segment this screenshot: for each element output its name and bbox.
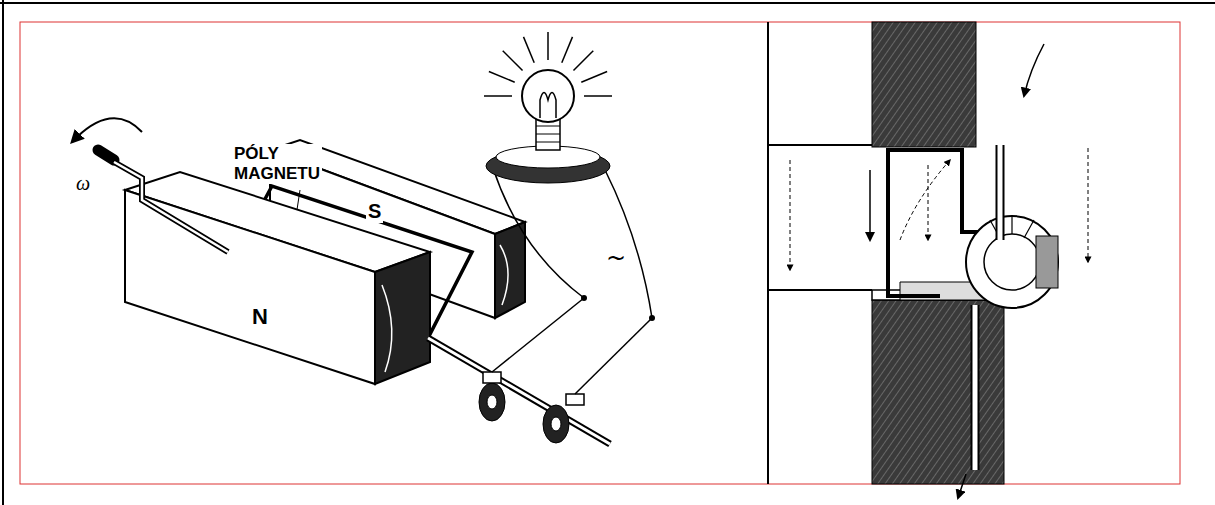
light-rays bbox=[489, 72, 515, 83]
pole-pieces bbox=[767, 22, 769, 484]
pole-pieces bbox=[768, 289, 872, 291]
pole-pieces bbox=[872, 300, 1004, 484]
pole-letter: N bbox=[250, 304, 270, 330]
lamp bbox=[536, 126, 560, 127]
light-rays bbox=[584, 95, 612, 97]
slip-rings bbox=[479, 383, 505, 421]
lamp bbox=[486, 70, 610, 183]
detail-coil bbox=[790, 148, 1088, 296]
brushes bbox=[483, 372, 501, 383]
light-rays bbox=[484, 95, 512, 97]
rotation-arrow bbox=[72, 118, 142, 142]
brush-rods bbox=[958, 44, 1044, 498]
n-magnet-block bbox=[125, 190, 375, 384]
wires bbox=[649, 315, 655, 321]
rotation-arrow bbox=[72, 118, 142, 142]
commutator-ring bbox=[966, 216, 1058, 308]
light-rays bbox=[547, 32, 549, 60]
s-magnet-block bbox=[495, 222, 525, 318]
detail-coil bbox=[1088, 148, 1089, 262]
crank-and-shaft bbox=[428, 338, 610, 444]
wires bbox=[493, 168, 584, 298]
pole-pieces bbox=[768, 144, 872, 146]
wires bbox=[605, 170, 652, 318]
light-rays bbox=[524, 37, 535, 63]
frame bbox=[2, 0, 4, 505]
omega-symbol: ω bbox=[74, 172, 92, 195]
light-rays bbox=[484, 32, 612, 96]
lamp bbox=[536, 134, 560, 135]
brush-rods bbox=[996, 145, 1005, 240]
light-rays bbox=[503, 51, 523, 71]
brushes bbox=[566, 394, 584, 405]
pole-letter: S bbox=[366, 200, 383, 223]
crank-and-shaft bbox=[114, 162, 228, 252]
wires bbox=[492, 298, 584, 372]
lamp bbox=[540, 93, 556, 119]
detail-coil bbox=[928, 165, 929, 240]
slip-rings bbox=[479, 383, 569, 443]
commutator-ring bbox=[1036, 236, 1058, 288]
brush-rods bbox=[1024, 44, 1044, 96]
brush-rods bbox=[973, 305, 978, 470]
pole-pieces bbox=[872, 22, 976, 147]
crank-and-shaft bbox=[98, 150, 610, 444]
frame bbox=[20, 22, 1180, 484]
light-rays bbox=[581, 72, 607, 83]
s-magnet-block bbox=[500, 245, 508, 305]
light-rays bbox=[562, 37, 573, 63]
commutator-ring bbox=[966, 216, 1058, 308]
detail-coil bbox=[869, 170, 871, 240]
crank-and-shaft bbox=[428, 338, 610, 444]
wires bbox=[575, 318, 652, 394]
detail-coil bbox=[790, 160, 791, 270]
ac-symbol: ~ bbox=[604, 244, 628, 272]
brush-rods bbox=[958, 474, 966, 498]
wires bbox=[492, 168, 655, 394]
n-magnet-block bbox=[375, 252, 430, 384]
frame bbox=[0, 2, 1215, 4]
part-label: PÓLY MAGNETU bbox=[232, 144, 322, 184]
lamp bbox=[522, 70, 574, 122]
n-magnet-block bbox=[125, 172, 430, 384]
wires bbox=[581, 295, 587, 301]
brushes bbox=[483, 372, 584, 405]
slip-rings bbox=[487, 395, 497, 409]
brush-rods bbox=[971, 305, 980, 470]
light-rays bbox=[573, 51, 593, 71]
crank-and-shaft bbox=[114, 162, 228, 252]
brush-rods bbox=[998, 145, 1003, 240]
n-magnet-block bbox=[382, 285, 392, 372]
crank-and-shaft bbox=[98, 150, 114, 160]
lamp bbox=[536, 142, 560, 143]
slip-rings bbox=[543, 405, 569, 443]
detail-coil bbox=[900, 160, 950, 240]
commutator-ring bbox=[984, 234, 1040, 290]
slip-rings bbox=[551, 417, 561, 431]
